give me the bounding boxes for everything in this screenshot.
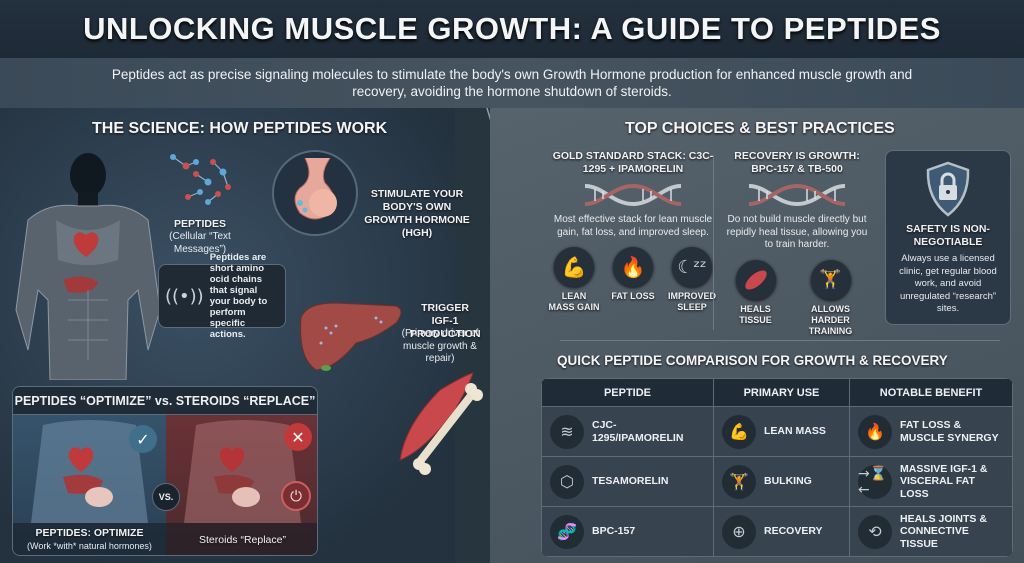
recovery-title: RECOVERY IS GROWTH: BPC-157 & TB-500 — [734, 150, 860, 175]
check-icon: ✓ — [129, 425, 157, 453]
section-divider — [560, 340, 1000, 341]
col-header-peptide: PEPTIDE — [541, 378, 714, 407]
moon-sleep-icon: ☾ᶻᶻ — [672, 247, 712, 287]
col-header-primary-use: PRIMARY USE — [713, 378, 850, 407]
recovery-desc: Do not build muscle directly but repidly… — [726, 214, 868, 250]
peptide-info-bubble: ((•)) Peptides are short amino ocid chai… — [158, 252, 286, 340]
bicep-icon: 💪 — [722, 414, 756, 449]
benefit-harder-training: 🏋 ALLOWS HARDER TRAINING — [795, 259, 867, 337]
benefit-heals-tissue: HEALS TISSUE — [728, 259, 784, 337]
header: UNLOCKING MUSCLE GROWTH: A GUIDE TO PEPT… — [0, 0, 1024, 58]
power-off-icon: ⏻ — [281, 481, 311, 511]
bodybuilder-icon: 🏋 — [722, 464, 756, 499]
recovery-icon: ⊕ — [722, 514, 756, 549]
science-title: THE SCIENCE: HOW PEPTIDES WORK — [92, 120, 388, 137]
igf-label: TRIGGER IGF-1 PRODUCTION — [410, 302, 481, 340]
peptide-molecules-icon — [170, 154, 231, 205]
benefit-lean-mass: 💪 LEAN MASS GAIN — [548, 247, 600, 313]
col-header-notable-benefit: NOTABLE BENEFIT — [849, 378, 1013, 407]
waist-icon: →⌛← — [858, 464, 892, 499]
shield-lock-icon — [926, 161, 970, 217]
table-row: 🧬BPC-157 ⊕RECOVERY ⟲HEALS JOINTS & CONNE… — [541, 506, 1013, 557]
versus-title: PEPTIDES “OPTIMIZE” vs. STEROIDS “REPLAC… — [14, 393, 316, 408]
vs-badge: VS. — [152, 483, 180, 511]
layers-icon: ≋ — [550, 414, 584, 449]
flame-icon: 🔥 — [613, 247, 653, 287]
liver-illustration — [300, 302, 402, 371]
igf-sublabel: (Primary driver of muscle growth & repai… — [401, 328, 479, 364]
pituitary-gland-illustration — [272, 150, 358, 236]
intro-text: Peptides act as precise signaling molecu… — [111, 67, 913, 99]
table-row: ⬡TESAMORELIN 🏋BULKING →⌛←MASSIVE IGF-1 &… — [541, 456, 1013, 507]
muscle-bone-illustration — [399, 372, 483, 475]
peptides-optimize-title: PEPTIDES: OPTIMIZE — [35, 527, 144, 540]
peptides-optimize-card: ✓ PEPTIDES: OPTIMIZE (Work *with* natura… — [13, 415, 166, 555]
peptides-label: PEPTIDES — [174, 218, 226, 230]
joint-icon: ⟲ — [858, 514, 892, 549]
intro-banner: Peptides act as precise signaling molecu… — [0, 58, 1024, 108]
recovery-card: RECOVERY IS GROWTH: BPC-157 & TB-500 Do … — [722, 150, 872, 337]
signal-icon: ((•)) — [165, 285, 204, 307]
molecule-icon: ⬡ — [550, 464, 584, 499]
human-body-illustration — [15, 153, 161, 380]
steroids-replace-title: Steroids “Replace” — [199, 533, 286, 546]
table-row: ≋CJC-1295/IPAMORELIN 💪LEAN MASS 🔥FAT LOS… — [541, 406, 1013, 457]
comparison-table: PEPTIDE PRIMARY USE NOTABLE BENEFIT ≋CJC… — [541, 378, 1013, 557]
benefit-fat-loss: 🔥 FAT LOSS — [607, 247, 659, 313]
top-choices-title: TOP CHOICES & BEST PRACTICES — [625, 120, 895, 137]
dna-icon: 🧬 — [550, 514, 584, 549]
weightlifter-icon: 🏋 — [810, 259, 851, 300]
x-icon: ✕ — [284, 423, 312, 451]
body-red-illustration — [184, 420, 301, 523]
peptides-sublabel: (Cellular “Text Messages”) — [169, 231, 231, 255]
bicep-icon: 💪 — [554, 247, 594, 287]
safety-desc: Always use a licensed clinic, get regula… — [899, 253, 997, 314]
column-divider — [713, 155, 714, 330]
flame-icon: 🔥 — [858, 414, 892, 449]
dna-helix-icon — [748, 183, 846, 207]
hgh-label: STIMULATE YOUR BODY'S OWN GROWTH HORMONE… — [364, 188, 470, 239]
dna-helix-icon — [584, 183, 682, 207]
gold-standard-desc: Most effective stack for lean muscle gai… — [553, 214, 713, 238]
safety-card: SAFETY IS NON-NEGOTIABLE Always use a li… — [885, 150, 1011, 325]
peptides-vs-steroids-panel: PEPTIDES “OPTIMIZE” vs. STEROIDS “REPLAC… — [12, 386, 318, 556]
steroids-replace-card: ✕ ⏻ Steroids “Replace” — [166, 415, 317, 555]
gold-standard-card: GOLD STANDARD STACK: C3C-1295 + IPAMOREL… — [548, 150, 718, 313]
muscle-tissue-icon — [735, 259, 776, 300]
body-blue-illustration — [31, 420, 148, 523]
page-title: UNLOCKING MUSCLE GROWTH: A GUIDE TO PEPT… — [83, 11, 941, 46]
gold-standard-title: GOLD STANDARD STACK: C3C-1295 + IPAMOREL… — [552, 150, 714, 175]
versus-header: PEPTIDES “OPTIMIZE” vs. STEROIDS “REPLAC… — [13, 387, 317, 415]
safety-title: SAFETY IS NON-NEGOTIABLE — [906, 223, 990, 248]
bubble-text: Peptides are short amino ocid chains tha… — [209, 252, 268, 340]
comparison-title: QUICK PEPTIDE COMPARISON FOR GROWTH & RE… — [557, 353, 948, 368]
benefit-improved-sleep: ☾ᶻᶻ IMPROVED SLEEP — [666, 247, 718, 313]
peptides-optimize-sub: (Work *with* natural hormones) — [27, 541, 152, 552]
